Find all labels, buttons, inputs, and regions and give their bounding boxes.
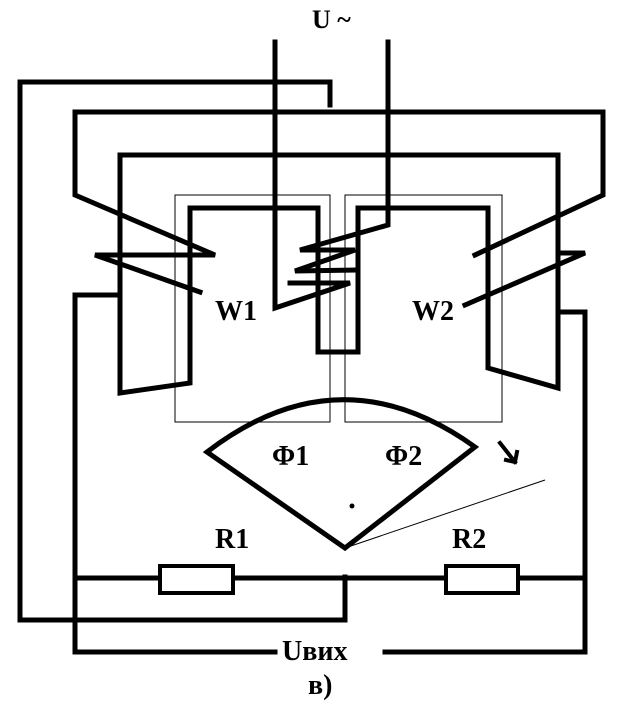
winding-label-w2: W2 [412, 296, 454, 327]
wire-left-output [72, 292, 278, 655]
resistor-r2 [444, 564, 520, 595]
pivot-dot [349, 503, 355, 509]
rotor-sector [202, 397, 480, 552]
resistor-label-r2: R2 [452, 524, 486, 555]
pointer-line [344, 479, 546, 549]
core-left [117, 152, 561, 396]
rotation-arrow-icon [497, 440, 520, 465]
supply-label: U ~ [312, 5, 351, 34]
coil-w1 [72, 109, 606, 296]
winding-label-w1: W1 [215, 296, 257, 327]
flux-label-phi1: Φ1 [272, 441, 309, 472]
resistor-label-r1: R1 [215, 524, 249, 555]
output-voltage-label: Uвих [282, 636, 347, 667]
wire-right-output [382, 309, 588, 655]
flux-label-phi2: Φ2 [385, 441, 422, 472]
resistor-r1 [158, 564, 235, 595]
figure-caption: в) [308, 670, 332, 701]
outer-wire-left [17, 79, 348, 623]
